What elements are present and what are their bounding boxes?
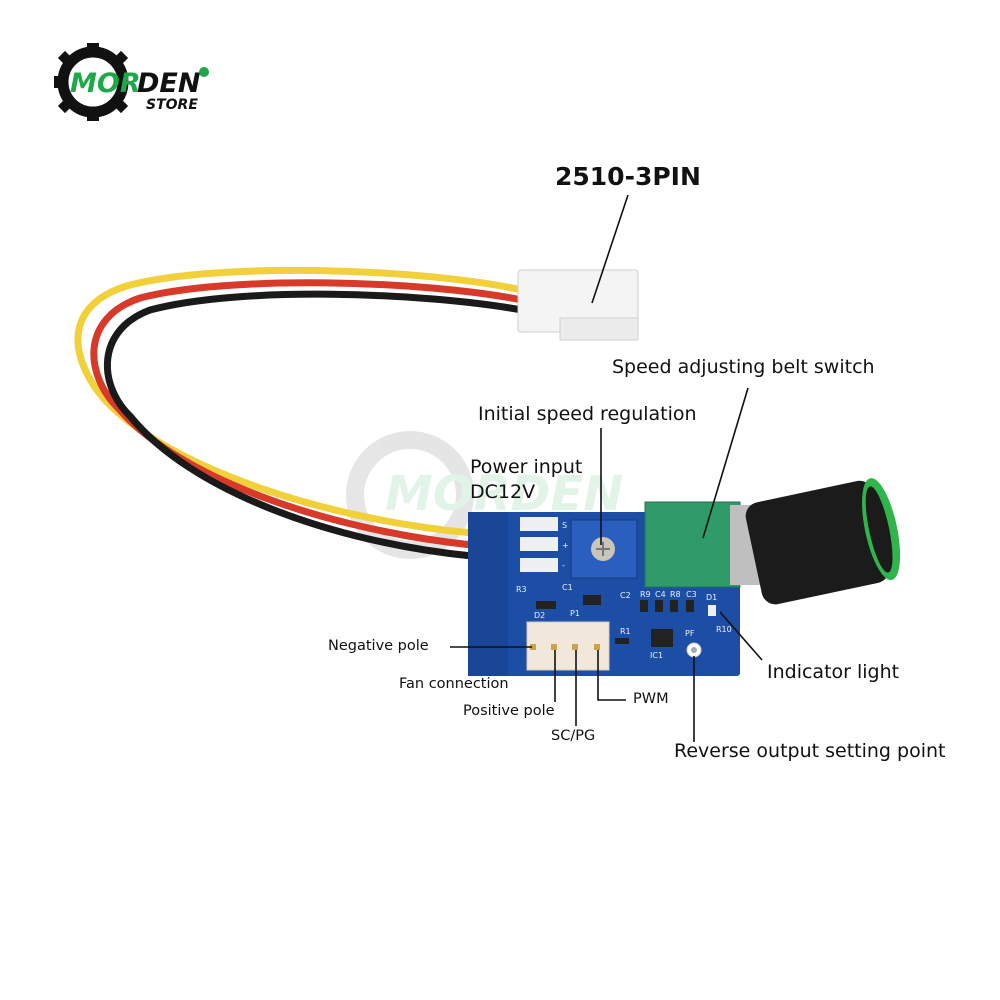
label-dc12v: DC12V: [470, 481, 536, 503]
store-logo: MOR DEN STORE: [54, 43, 209, 121]
label-indicator-light: Indicator light: [767, 661, 900, 683]
svg-text:MOR: MOR: [70, 68, 141, 99]
pcb-board: S + - R3 C1 P1 C2 R9 C4 R8 C3 D2 R1 IC1 …: [468, 501, 760, 676]
silk-s: S: [562, 521, 567, 530]
label-speed-switch: Speed adjusting belt switch: [612, 356, 875, 378]
silk-r8: R8: [670, 590, 681, 599]
silk-pf: PF: [685, 629, 695, 638]
speed-knob[interactable]: [743, 475, 907, 607]
silk-r9: R9: [640, 590, 651, 599]
silk-c2: C2: [620, 591, 631, 600]
label-negative-pole: Negative pole: [328, 638, 429, 654]
silk-r1: R1: [620, 627, 631, 636]
power-input-pads: [520, 517, 558, 572]
leader-lines: [450, 194, 763, 742]
svg-text:STORE: STORE: [146, 97, 198, 113]
speed-switch-body: [644, 501, 741, 588]
silk-p1: P1: [570, 609, 580, 618]
2510-3pin-connector: [517, 269, 639, 341]
silk-c3: C3: [686, 590, 697, 599]
silk-minus: -: [562, 561, 565, 570]
label-connector: 2510-3PIN: [555, 162, 701, 191]
label-power-input: Power input: [470, 456, 583, 478]
label-reverse-output: Reverse output setting point: [674, 740, 946, 762]
silk-r10: R10: [716, 625, 732, 634]
silk-c4: C4: [655, 590, 666, 599]
silk-ic1: IC1: [650, 651, 663, 660]
label-pwm: PWM: [633, 691, 669, 707]
fan-cable: [74, 266, 526, 560]
svg-text:DEN: DEN: [137, 68, 201, 99]
label-initial-speed: Initial speed regulation: [478, 403, 697, 425]
silk-r3: R3: [516, 585, 527, 594]
silk-plus: +: [562, 541, 569, 550]
silk-d2: D2: [534, 611, 545, 620]
silk-d1: D1: [706, 593, 717, 602]
label-fan-connection: Fan connection: [399, 676, 509, 692]
silk-c1: C1: [562, 583, 573, 592]
label-positive-pole: Positive pole: [463, 703, 555, 719]
label-sc-pg: SC/PG: [551, 728, 596, 744]
